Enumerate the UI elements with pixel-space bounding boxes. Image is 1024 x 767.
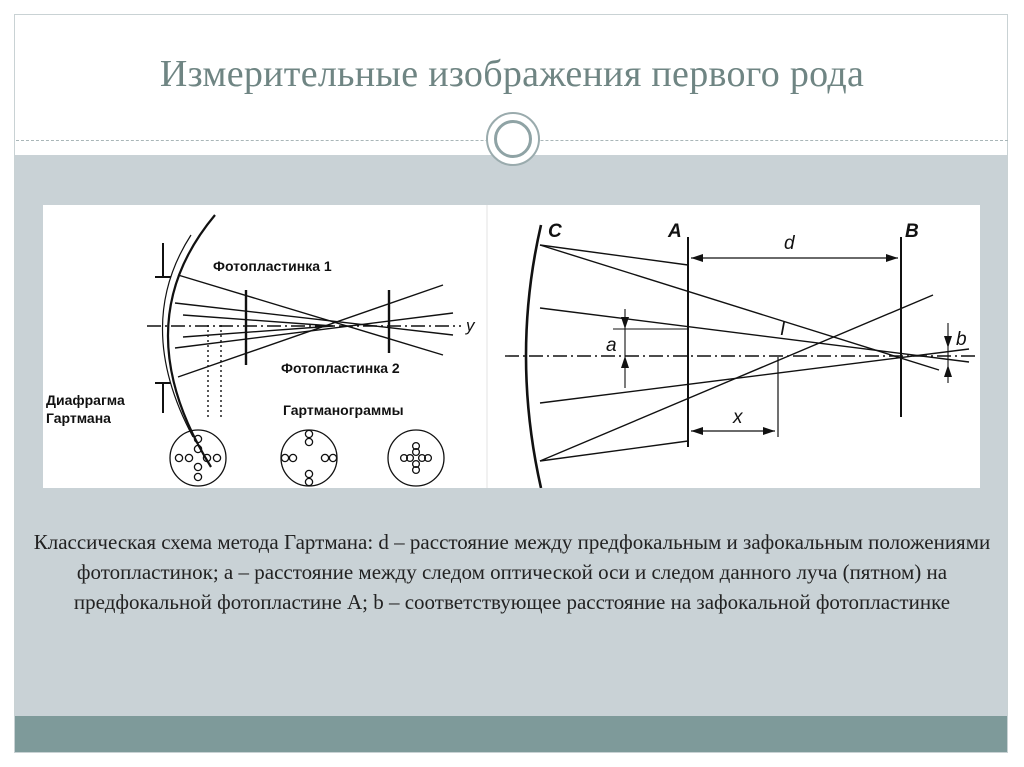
figure-caption: Классическая схема метода Гартмана: d – …: [33, 530, 991, 614]
circle-ornament-icon: [486, 112, 540, 166]
label-d: d: [784, 233, 796, 254]
hartmanogram-3: [387, 429, 445, 487]
label-plate-1: Фотопластинка 1: [213, 258, 332, 274]
label-c: C: [548, 221, 562, 242]
label-b-plate: B: [905, 221, 919, 242]
label-a: a: [606, 335, 617, 356]
hartmann-figure: Фотопластинка 1 Фотопластинка 2 Диафрагм…: [43, 205, 980, 489]
label-diaphragm-1: Диафрагма: [46, 392, 125, 408]
label-a-plate: A: [667, 221, 682, 242]
hartmanogram-1: [169, 429, 227, 487]
label-plate-2: Фотопластинка 2: [281, 360, 400, 376]
label-x: x: [732, 407, 744, 428]
label-axis-y: y: [465, 316, 476, 335]
label-hartmanograms: Гартманограммы: [283, 402, 404, 418]
right-mirror: [524, 224, 543, 489]
label-focus: I: [780, 319, 786, 340]
footer-bar: [15, 716, 1007, 752]
hartmanogram-2: [280, 429, 338, 487]
slide-title: Измерительные изображения первого рода: [159, 53, 865, 95]
label-diaphragm-2: Гартмана: [46, 410, 111, 426]
hartmann-diagram: Фотопластинка 1 Фотопластинка 2 Диафрагм…: [46, 205, 979, 489]
label-b: b: [956, 329, 967, 350]
